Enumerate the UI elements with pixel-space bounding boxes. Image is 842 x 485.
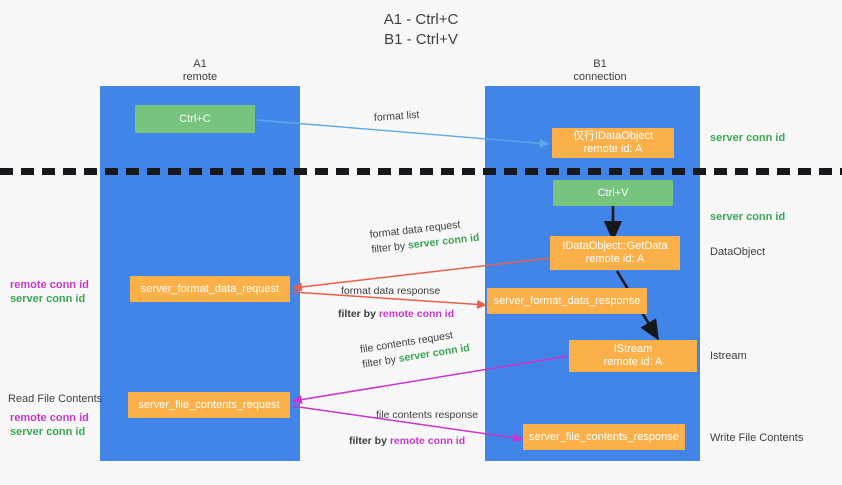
edge-caption-format-data-request: format data request filter by server con…: [369, 216, 480, 258]
node-ctrl-v[interactable]: Ctrl+V: [553, 180, 673, 206]
left-label-remote-conn-id-1: remote conn id: [10, 279, 89, 291]
edge-caption-format-list: format list: [373, 108, 420, 124]
node-idataobject-getdata-line2: remote id: A: [585, 253, 645, 265]
left-label-group-format: remote conn id server conn id: [10, 278, 98, 306]
column-header-b1-name: B1: [593, 58, 607, 70]
right-label-write-file-contents: Write File Contents: [710, 432, 804, 444]
node-ctrl-c-line1: Ctrl+C: [179, 112, 211, 125]
right-label-server-conn-id-2: server conn id: [710, 211, 786, 223]
filter-key-remote-conn-id: remote conn id: [389, 435, 466, 447]
filter-prefix: filter by: [338, 308, 379, 320]
left-label-group-file: remote conn id server conn id: [10, 411, 98, 439]
phase-divider: [0, 168, 842, 175]
node-server-format-data-response-line1: server_format_data_response: [493, 294, 641, 307]
edge-caption-format-data-response-line2: filter by remote conn id: [338, 307, 454, 322]
left-label-server-conn-id-1: server conn id: [10, 293, 86, 305]
node-idataobject-getdata[interactable]: IDataObject::GetData remote id: A: [550, 236, 680, 270]
left-label-read-file-contents: Read File Contents: [8, 393, 103, 405]
column-header-a1: A1 remote: [140, 58, 260, 84]
node-idataobject-getdata-line1: IDataObject::GetData: [562, 240, 668, 252]
node-server-file-contents-response-line1: server_file_contents_response: [529, 430, 679, 443]
right-label-dataobject: DataObject: [710, 246, 766, 258]
column-header-b1: B1 connection: [540, 58, 660, 84]
node-idataobject-top[interactable]: 仅行IDataObject remote id: A: [552, 128, 674, 158]
column-header-a1-name: A1: [193, 58, 207, 70]
node-server-format-data-request[interactable]: server_format_data_request: [130, 276, 290, 302]
node-ctrl-v-line1: Ctrl+V: [597, 186, 629, 199]
node-idataobject-top-line1: 仅行IDataObject: [572, 130, 654, 142]
edge-caption-file-contents-response: file contents response filter by remote …: [349, 408, 479, 449]
column-header-a1-sub: remote: [182, 71, 218, 83]
left-label-server-conn-id-2: server conn id: [10, 426, 86, 438]
node-istream[interactable]: IStream remote id: A: [569, 340, 697, 372]
page-title: A1 - Ctrl+C B1 - Ctrl+V: [383, 11, 459, 48]
node-idataobject-top-line2: remote id: A: [583, 143, 643, 155]
filter-prefix: filter by: [370, 239, 409, 256]
node-server-format-data-response[interactable]: server_format_data_response: [487, 288, 647, 314]
edge-caption-file-contents-response-line1: file contents response: [376, 409, 479, 421]
edge-caption-format-data-response-line1: format data response: [341, 285, 441, 297]
filter-prefix: filter by: [349, 435, 390, 447]
node-server-file-contents-request-line1: server_file_contents_request: [138, 398, 280, 411]
edge-caption-format-data-response: format data response filter by remote co…: [338, 284, 454, 322]
edge-caption-file-contents-request: file contents request filter by server c…: [359, 326, 471, 373]
node-server-file-contents-response[interactable]: server_file_contents_response: [523, 424, 685, 450]
node-istream-line1: IStream: [613, 343, 653, 355]
node-ctrl-c[interactable]: Ctrl+C: [135, 105, 255, 133]
right-label-server-conn-id-1: server conn id: [710, 132, 786, 144]
edge-caption-file-contents-response-line2: filter by remote conn id: [349, 434, 478, 449]
node-istream-line2: remote id: A: [603, 356, 663, 368]
right-label-istream: Istream: [710, 350, 747, 362]
filter-key-remote-conn-id: remote conn id: [378, 308, 455, 320]
column-header-b1-sub: connection: [573, 71, 627, 83]
node-server-format-data-request-line1: server_format_data_request: [140, 282, 280, 295]
left-label-remote-conn-id-2: remote conn id: [10, 412, 89, 424]
node-server-file-contents-request[interactable]: server_file_contents_request: [128, 392, 290, 418]
